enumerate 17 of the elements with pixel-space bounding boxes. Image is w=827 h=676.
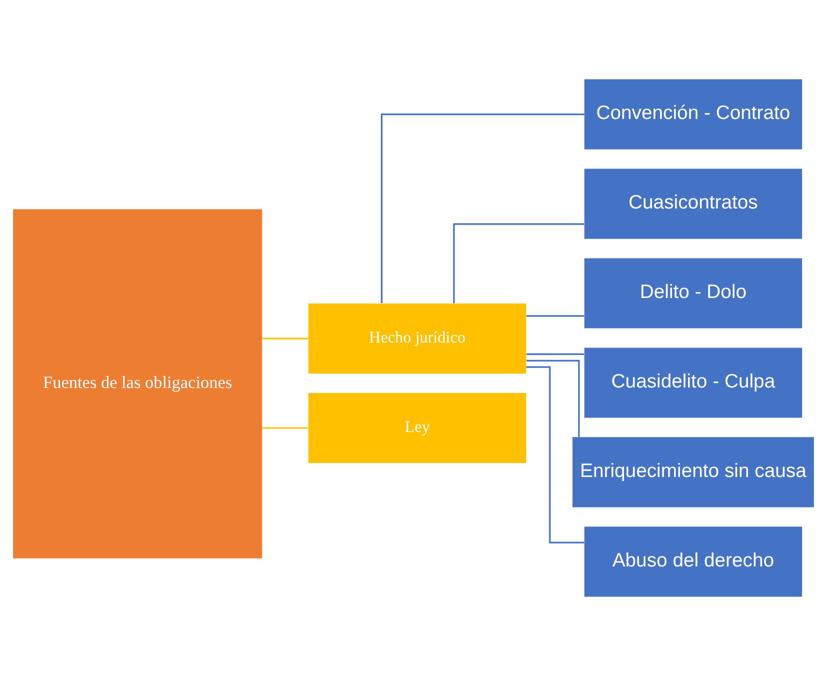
connector: [526, 366, 584, 544]
node-box: Hecho jurídico: [308, 304, 526, 374]
connector: [453, 223, 584, 304]
node-box: Delito - Dolo: [584, 258, 802, 328]
connector: [526, 315, 584, 317]
node-box: Abuso del derecho: [584, 526, 802, 597]
connector: [262, 427, 308, 429]
node-box: Fuentes de las obligaciones: [13, 209, 262, 558]
node-box: Enriquecimiento sin causa: [572, 437, 814, 508]
connector: [526, 360, 580, 437]
node-box: Cuasicontratos: [584, 168, 802, 239]
connector: [262, 338, 308, 340]
connector: [526, 353, 584, 355]
connector: [380, 114, 584, 303]
node-box: Convención - Contrato: [584, 79, 802, 150]
node-box: Cuasidelito - Culpa: [584, 348, 802, 418]
node-box: Ley: [308, 392, 526, 464]
